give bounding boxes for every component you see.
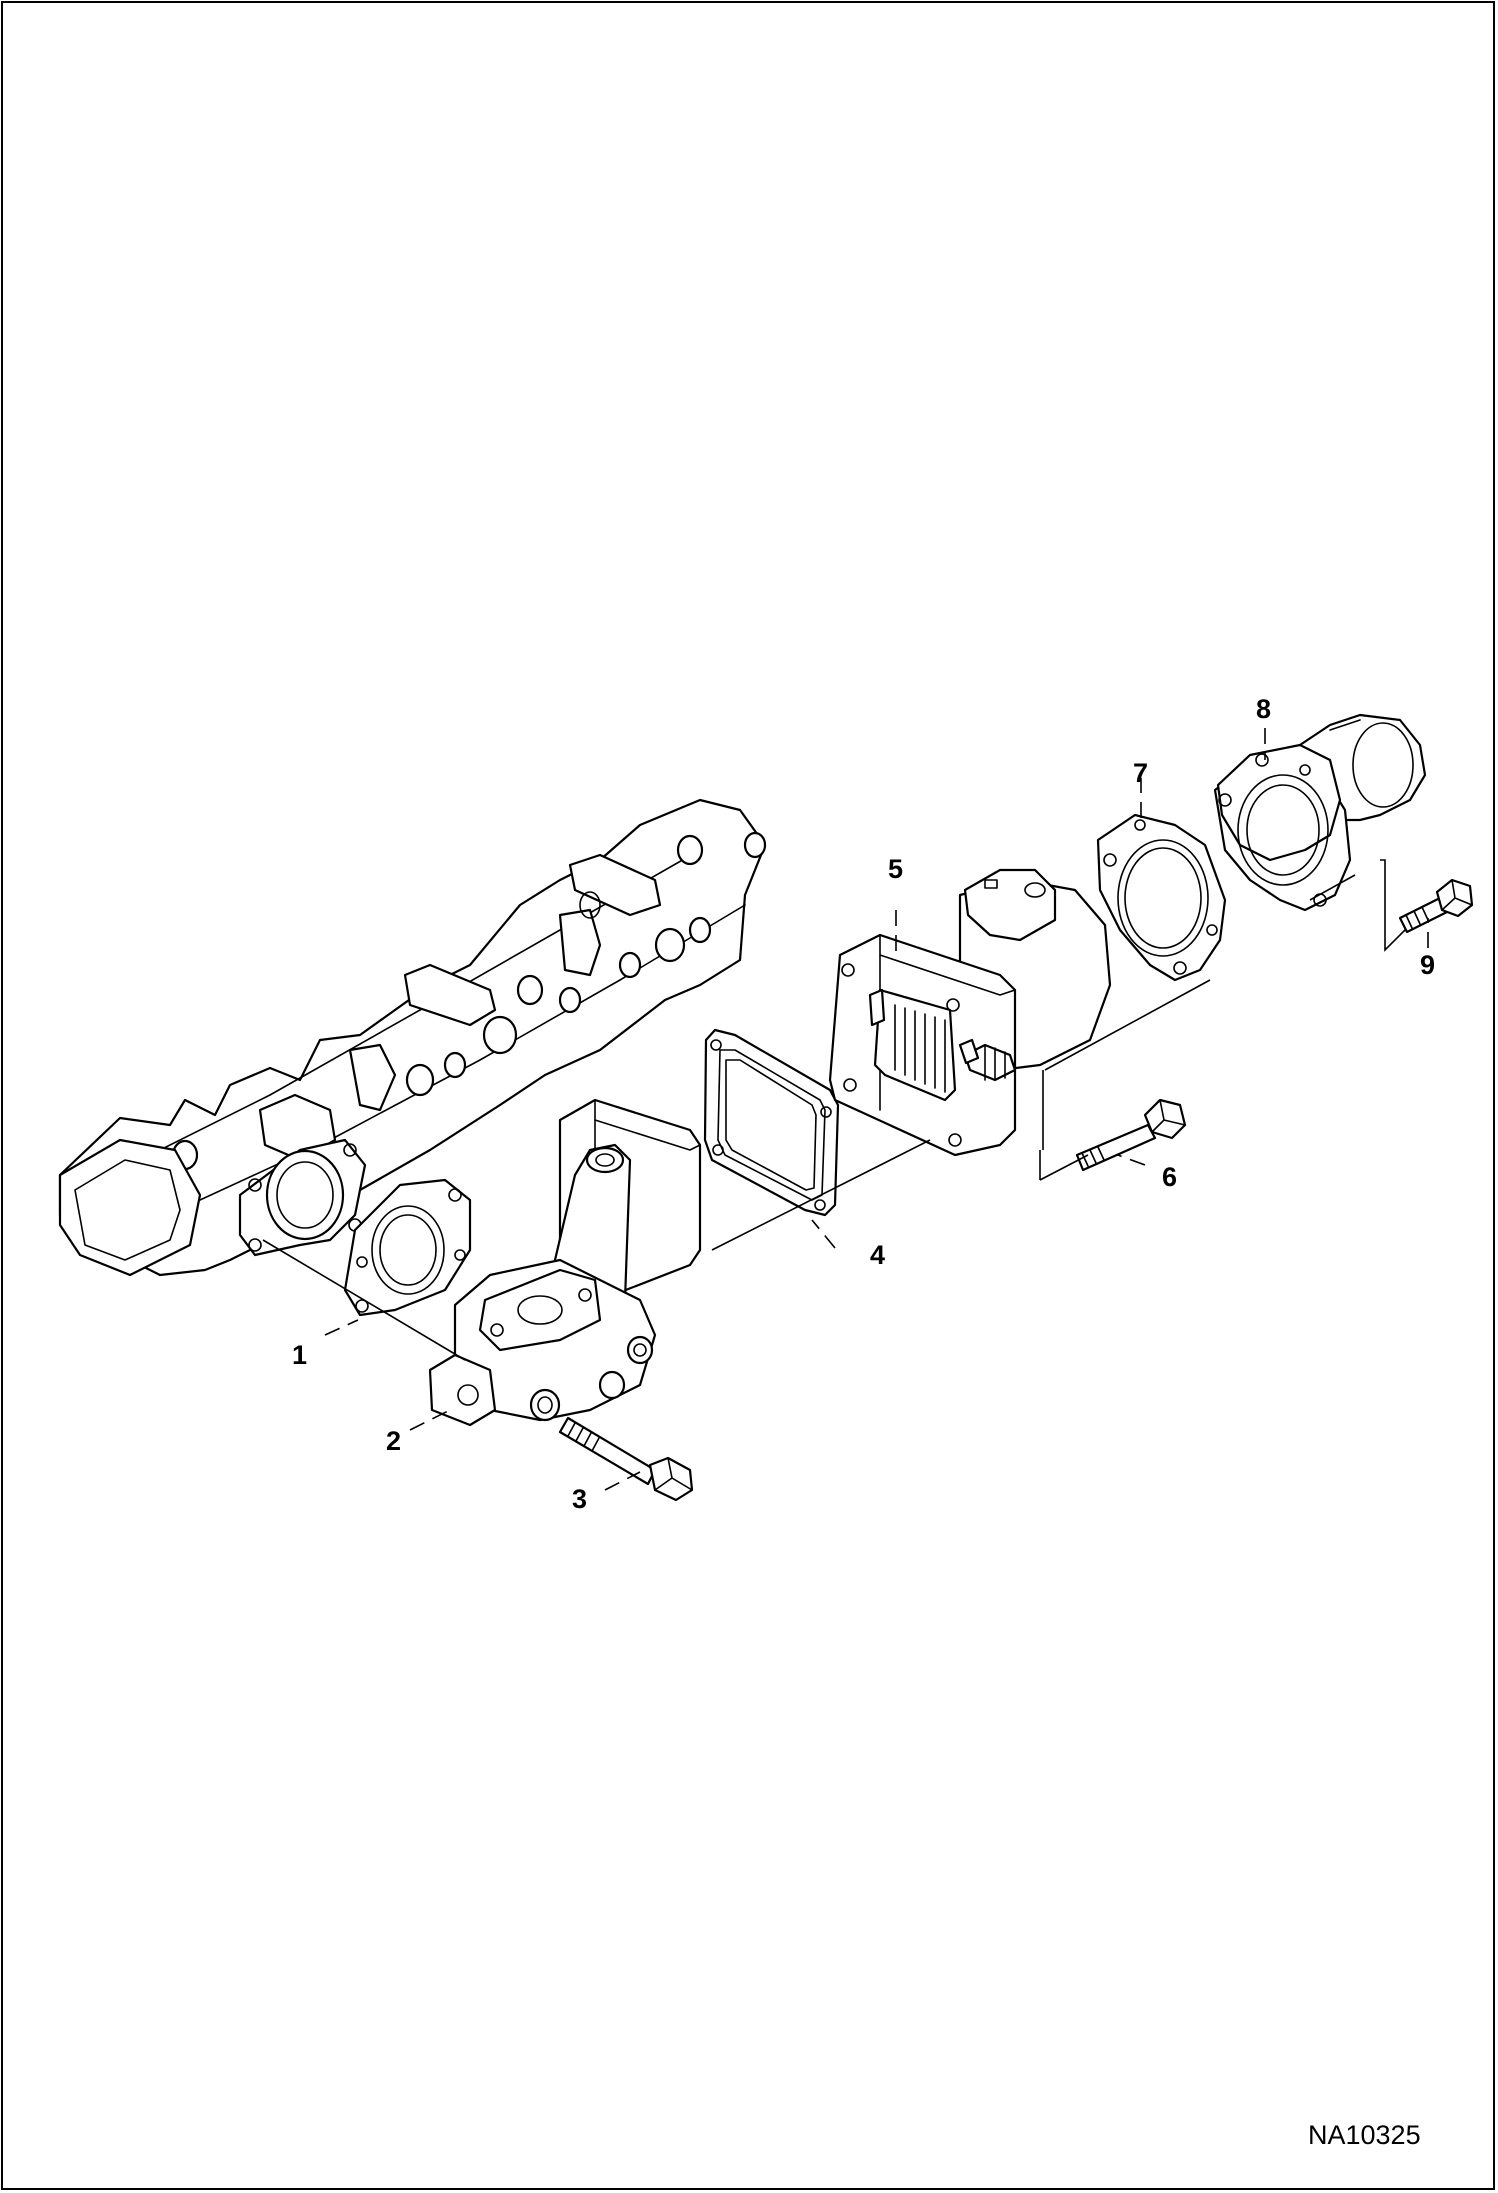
intake-elbow-2 xyxy=(428,1098,702,1427)
callout-6: 6 xyxy=(1162,1162,1177,1192)
intake-manifold xyxy=(58,798,767,1277)
callout-4: 4 xyxy=(870,1240,885,1270)
callout-labels: 1 2 3 4 5 6 7 8 9 xyxy=(292,694,1435,1514)
bolt-3 xyxy=(558,1416,694,1502)
bolt-9 xyxy=(1398,878,1474,934)
gasket-4 xyxy=(703,1028,840,1217)
intake-tube-8 xyxy=(1213,713,1427,912)
leader-lines xyxy=(324,728,1429,1491)
callout-5: 5 xyxy=(888,854,903,884)
callout-2: 2 xyxy=(386,1426,401,1456)
figure-id: NA10325 xyxy=(1308,2120,1421,2150)
callout-1: 1 xyxy=(292,1340,307,1370)
callout-3: 3 xyxy=(572,1484,587,1514)
assembly-lines xyxy=(262,859,1406,1361)
callout-8: 8 xyxy=(1256,694,1271,724)
callout-7: 7 xyxy=(1133,758,1148,788)
callout-9: 9 xyxy=(1420,950,1435,980)
bolt-6 xyxy=(1075,1098,1187,1172)
gasket-1 xyxy=(343,1178,472,1317)
gasket-7 xyxy=(1096,813,1227,982)
intake-heater-5 xyxy=(828,868,1112,1157)
